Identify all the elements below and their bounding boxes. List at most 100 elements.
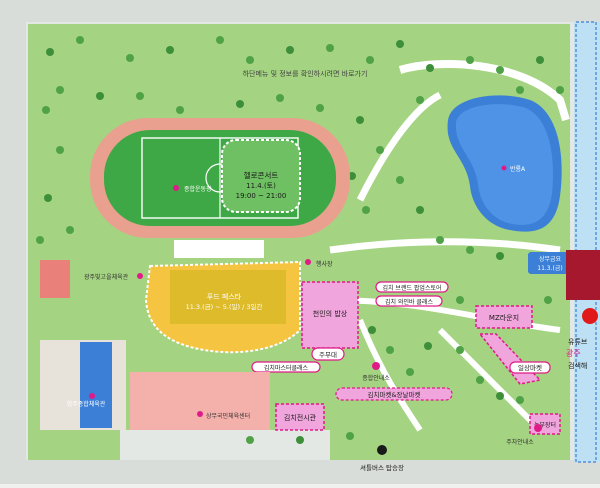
youtube-thumb[interactable]	[566, 250, 600, 300]
tree-icon	[46, 48, 54, 56]
tree-icon	[426, 64, 434, 72]
kimchi-brand-zone[interactable]	[375, 281, 449, 293]
tree-icon	[516, 396, 524, 404]
info-center-label: 종합안내소	[362, 374, 390, 382]
tree-icon	[236, 100, 244, 108]
mz-lounge-label: MZ라운지	[489, 313, 519, 322]
south-info-label: 주차안내소	[506, 438, 534, 446]
tree-icon	[42, 106, 50, 114]
tree-icon	[376, 146, 384, 154]
mz-lounge-zone[interactable]	[475, 305, 533, 329]
culture-center-marker	[197, 411, 203, 417]
east-channel-border	[575, 21, 597, 463]
tree-icon	[276, 94, 284, 102]
tree-icon	[556, 86, 564, 94]
tree-icon	[36, 236, 44, 244]
west-lake-path	[356, 91, 442, 202]
south-info-icon	[534, 424, 542, 432]
header-link-label[interactable]: 하단메뉴 및 정보를 확인하시려면 바로가기	[243, 69, 368, 78]
sangmu-label-2: 11.3.(금)	[537, 265, 562, 272]
tree-icon	[456, 346, 464, 354]
tree-icon	[368, 326, 376, 334]
west-building	[40, 260, 70, 298]
concert-title: 헬로콘서트	[244, 171, 279, 180]
youtube-text-3: 검색해	[568, 361, 587, 370]
kimchi-master-label: 김치마스터클래스	[264, 364, 309, 372]
tree-icon	[56, 146, 64, 154]
night-table-label: 천인의 밥상	[313, 309, 348, 318]
tree-icon	[316, 104, 324, 112]
lake-inner	[455, 104, 553, 225]
kimchi-master-zone[interactable]	[251, 361, 321, 373]
tree-icon	[326, 44, 334, 52]
daily-market-badge	[509, 361, 551, 374]
tree-icon	[436, 236, 444, 244]
kimchi-market-zone[interactable]	[335, 387, 453, 401]
tree-icon	[406, 368, 414, 376]
tree-icon	[44, 194, 52, 202]
tree-icon	[216, 36, 224, 44]
kimchi-brand-label: 김치 브랜드 팝업스토어	[382, 284, 441, 292]
kimchi-hall-zone[interactable]	[275, 403, 325, 431]
tent-label: 행사장	[316, 260, 333, 268]
shuttle-label: 셔틀버스 탑승장	[360, 463, 404, 472]
concert-date: 11.4.(토)	[246, 182, 276, 190]
tree-icon	[96, 92, 104, 100]
youtube-text-1: 유튜브	[568, 338, 588, 346]
night-table-zone[interactable]	[301, 281, 359, 349]
concert-area[interactable]	[221, 139, 301, 213]
tree-icon	[366, 56, 374, 64]
bus-icon	[377, 445, 387, 455]
tree-icon	[356, 116, 364, 124]
bottom-road	[0, 460, 600, 484]
sangmu-banner[interactable]	[528, 252, 572, 274]
tree-icon	[176, 106, 184, 114]
kimchi-wine-zone[interactable]	[375, 295, 443, 307]
tree-icon	[296, 436, 304, 444]
east-south-path	[437, 327, 543, 433]
tree-icon	[246, 436, 254, 444]
tree-icon	[476, 376, 484, 384]
tree-icon	[516, 86, 524, 94]
tree-icon	[56, 86, 64, 94]
stadium-label: 종합운동장	[184, 185, 212, 193]
tree-icon	[286, 46, 294, 54]
food-festa-date: 11.3.(금) ~ 5.(일) / 3일간	[186, 302, 263, 311]
tree-icon	[496, 252, 504, 260]
tree-icon	[466, 56, 474, 64]
lake-label: 반룡A	[510, 165, 526, 173]
stadium-gate-plaza	[174, 240, 264, 258]
tree-icon	[386, 346, 394, 354]
sports-center-marker	[89, 393, 95, 399]
tree-icon	[536, 56, 544, 64]
tree-icon	[66, 226, 74, 234]
tree-icon	[544, 296, 552, 304]
youtube-text-2: 광주	[566, 348, 581, 358]
kimchi-market-label: 김치마켓&장날마켓	[368, 390, 421, 399]
tree-icon	[246, 56, 254, 64]
tree-icon	[466, 246, 474, 254]
culture-center-label: 상무국민체육센터	[206, 412, 250, 420]
youtube-play-icon[interactable]	[582, 308, 598, 324]
farm-market-label: 농부장터	[534, 421, 556, 429]
tree-icon	[346, 432, 354, 440]
judae-zone[interactable]	[311, 347, 345, 361]
tree-icon	[416, 96, 424, 104]
concert-time: 19:00 ~ 21:00	[236, 192, 287, 200]
cinema-label: 광주빛고을체육관	[84, 273, 129, 281]
top-road	[0, 0, 600, 22]
food-festa-stalls	[170, 270, 286, 324]
sangmu-label-1: 상무금요	[539, 255, 562, 263]
tree-icon	[456, 296, 464, 304]
tree-icon	[166, 46, 174, 54]
daily-market-label: 일상마켓	[518, 363, 542, 372]
kimchi-hall-label: 김치전시관	[284, 413, 317, 422]
tent-marker	[305, 259, 311, 265]
sports-center-building	[80, 342, 112, 428]
kimchi-wine-label: 김치 와인바 클래스	[385, 298, 433, 306]
tree-icon	[362, 206, 370, 214]
tree-icon	[496, 66, 504, 74]
tree-icon	[496, 392, 504, 400]
tree-icon	[76, 36, 84, 44]
tree-icon	[136, 92, 144, 100]
